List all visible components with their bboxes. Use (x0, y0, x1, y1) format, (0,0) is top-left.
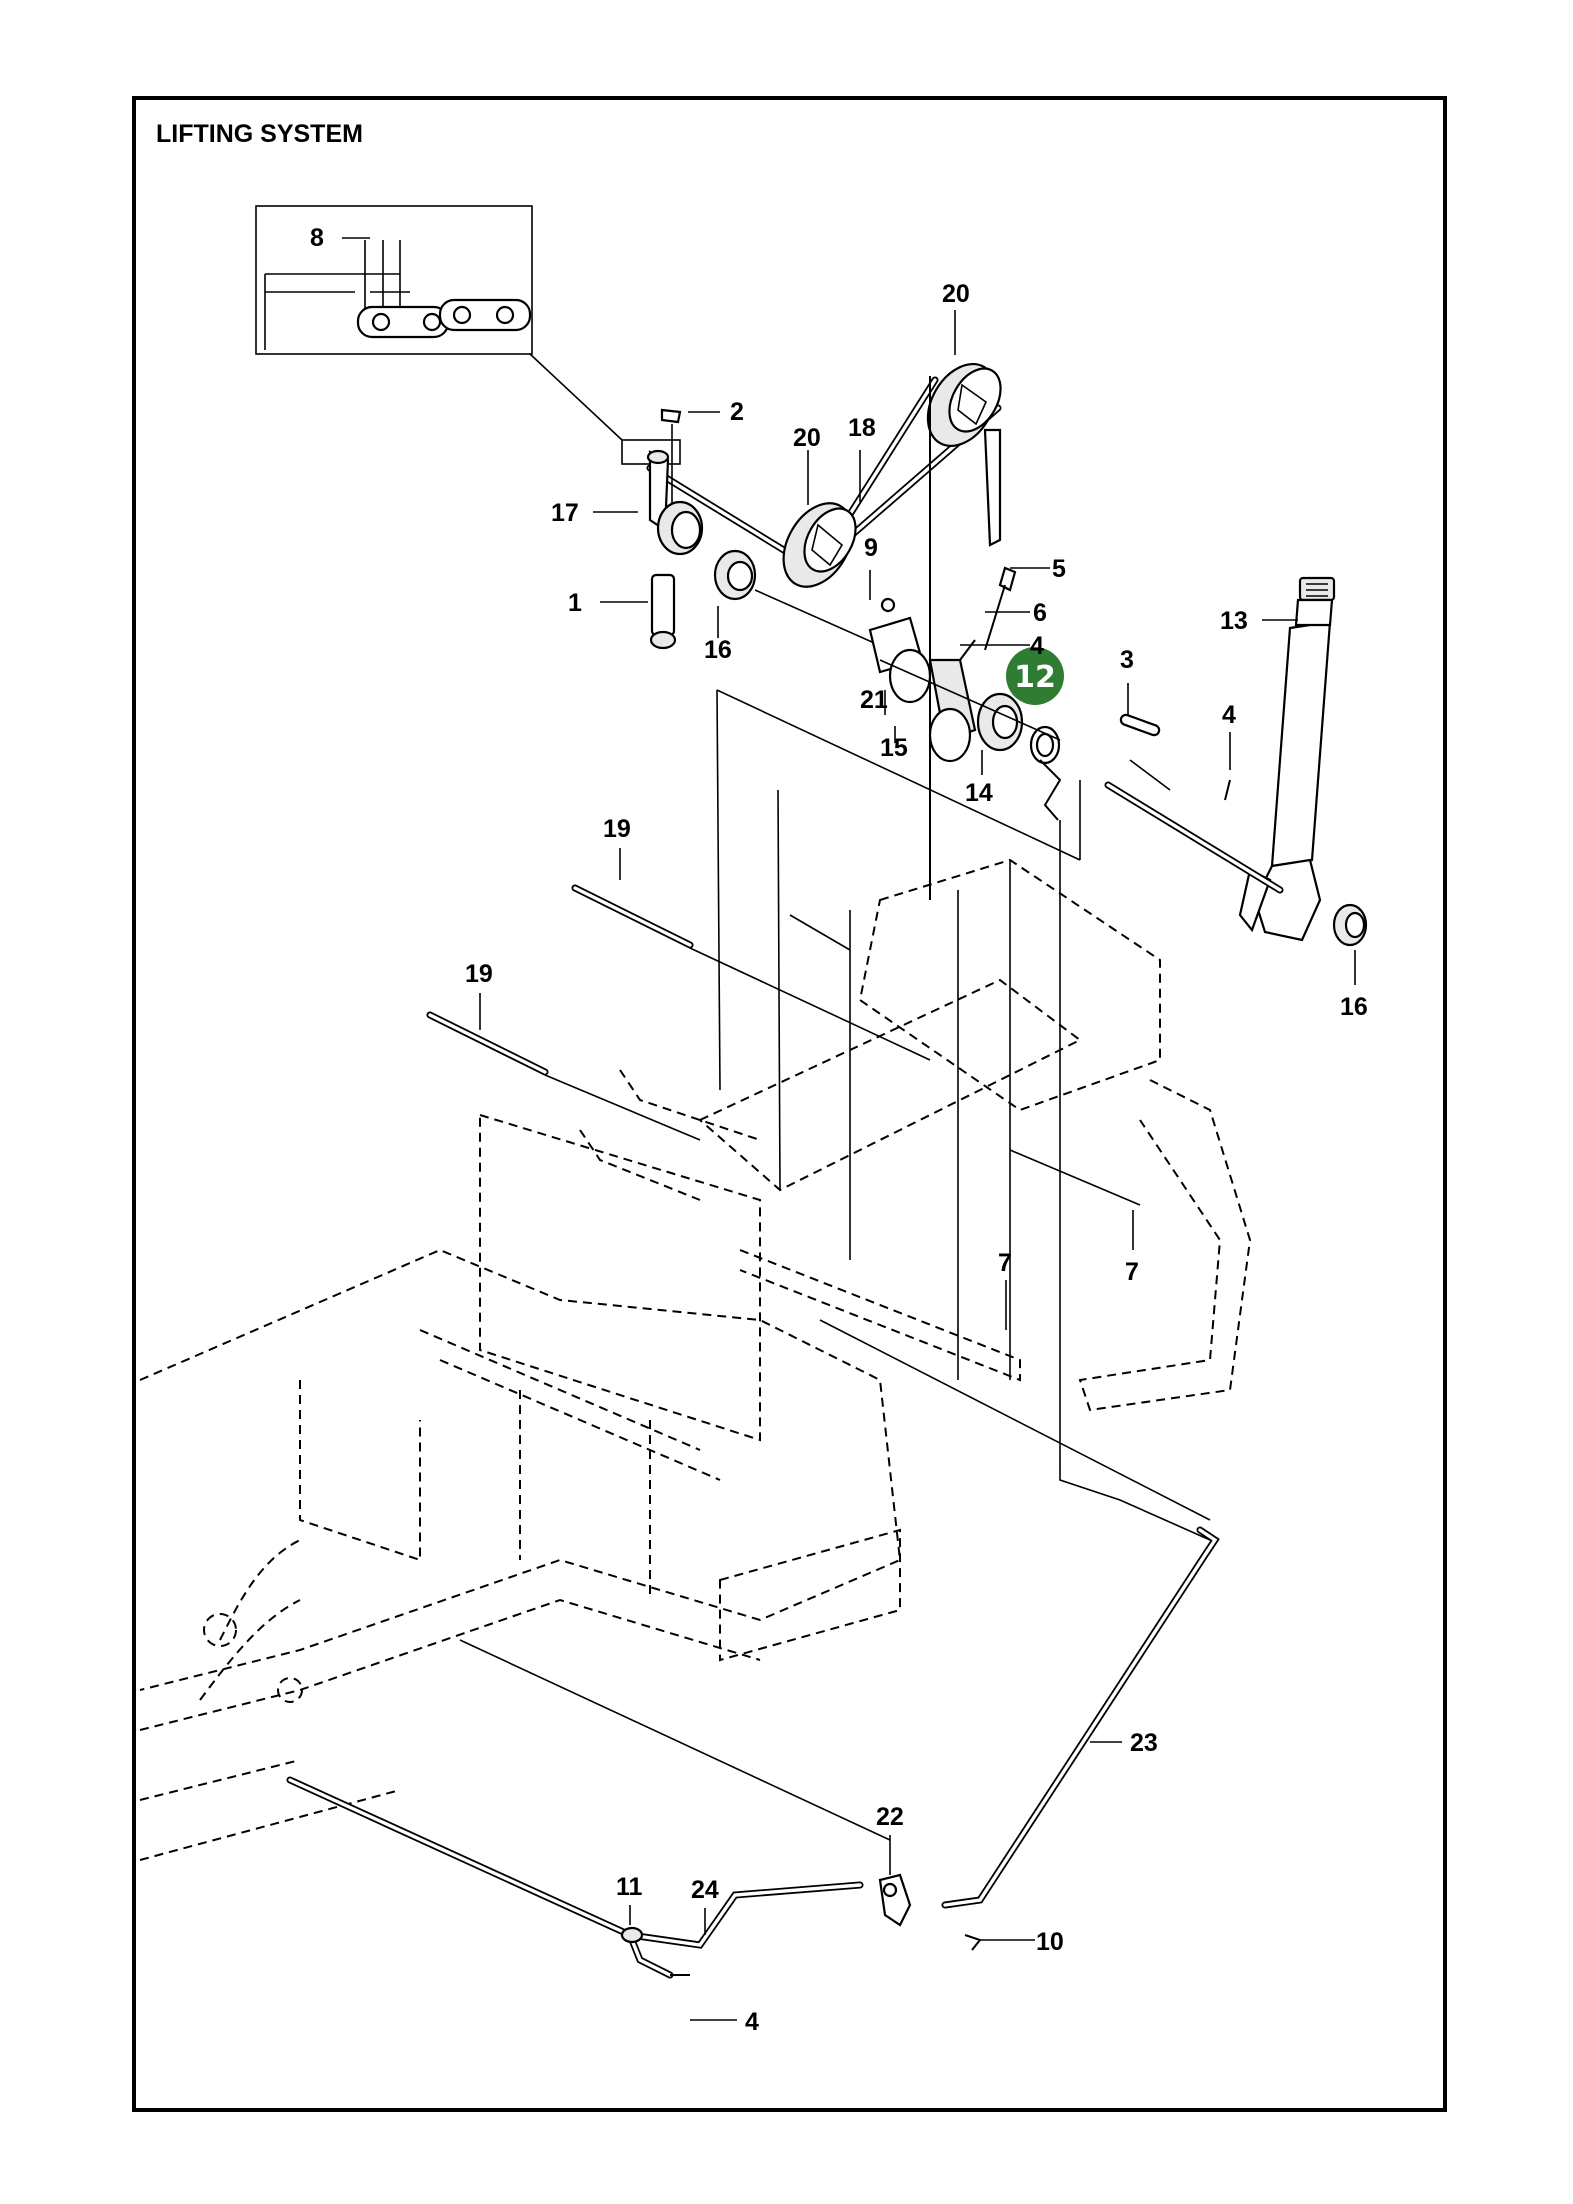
callout-16-left[interactable]: 16 (704, 636, 732, 664)
callout-2[interactable]: 2 (730, 398, 744, 426)
callout-7-right[interactable]: 7 (1125, 1258, 1139, 1286)
callout-9[interactable]: 9 (864, 534, 878, 562)
callout-6[interactable]: 6 (1033, 599, 1047, 627)
callout-11[interactable]: 11 (616, 1873, 643, 1901)
callout-13[interactable]: 13 (1220, 607, 1248, 635)
highlight-badge-circle[interactable] (1006, 647, 1064, 705)
chassis-frame-dashed (139, 858, 1252, 1861)
callout-22[interactable]: 22 (876, 1803, 904, 1831)
linkage-rods (286, 1526, 1220, 1979)
callout-20-upper[interactable]: 20 (942, 280, 970, 308)
chain-detail-inset (255, 205, 681, 465)
callout-4-lever[interactable]: 4 (1222, 701, 1236, 729)
callout-20-lower[interactable]: 20 (793, 424, 821, 452)
diagram-title: LIFTING SYSTEM (156, 120, 363, 148)
callout-19-lower[interactable]: 19 (465, 960, 493, 988)
highlight-badge-label[interactable]: 12 (1014, 660, 1056, 695)
callout-4-lower[interactable]: 4 (745, 2008, 759, 2036)
callout-8[interactable]: 8 (310, 224, 324, 252)
callout-21[interactable]: 21 (860, 686, 888, 714)
callout-24[interactable]: 24 (691, 1876, 719, 1904)
pivot-assembly-left (646, 408, 891, 651)
diagram-frame (132, 96, 1447, 2112)
chain-and-sprockets (646, 362, 1002, 900)
callout-7-left[interactable]: 7 (998, 1249, 1012, 1277)
callout-16-right[interactable]: 16 (1340, 993, 1368, 1021)
lift-lever-assembly (1104, 576, 1368, 947)
callout-4-upper[interactable]: 4 (1030, 632, 1044, 660)
center-assembly (868, 566, 1062, 821)
shafts (426, 884, 694, 1076)
callout-23[interactable]: 23 (1130, 1729, 1158, 1757)
callout-14[interactable]: 14 (965, 779, 993, 807)
highlight-badge-12[interactable]: 12 (1006, 647, 1064, 705)
leader-lines (342, 237, 1356, 2021)
callout-3[interactable]: 3 (1120, 646, 1134, 674)
callout-17[interactable]: 17 (551, 499, 579, 527)
callout-15[interactable]: 15 (880, 734, 908, 762)
callout-labels: 8 20 2 20 18 17 9 5 1 16 6 4 13 21 3 15 … (310, 224, 1368, 2036)
callout-1[interactable]: 1 (568, 589, 582, 617)
callout-19-upper[interactable]: 19 (603, 815, 631, 843)
callout-18[interactable]: 18 (848, 414, 876, 442)
reference-lines (459, 659, 1211, 1841)
callout-10[interactable]: 10 (1036, 1928, 1064, 1956)
callout-5[interactable]: 5 (1052, 555, 1066, 583)
